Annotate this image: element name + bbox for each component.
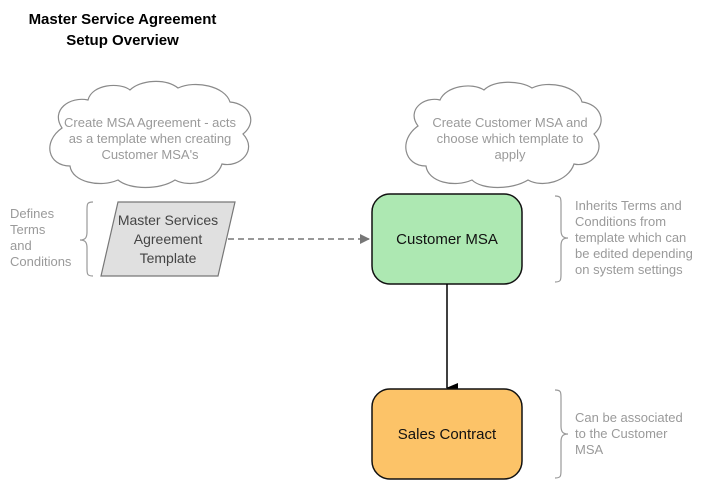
inherits-line-5: on system settings	[575, 262, 683, 277]
annotation-inherits: Inherits Terms and Conditions from templ…	[575, 198, 711, 278]
cloud-2-line-1: Create Customer MSA and	[432, 115, 588, 130]
brace-inherits	[554, 195, 569, 283]
cloud-text-1: Create MSA Agreement - acts as a templat…	[30, 115, 270, 163]
inherits-line-4: be edited depending	[575, 246, 693, 261]
template-line-3: Template	[139, 249, 197, 266]
associated-line-1: Can be associated	[575, 410, 683, 425]
cloud-shape-1	[49, 80, 252, 189]
brace-associated	[554, 389, 569, 479]
title-line-2: Setup Overview	[66, 32, 179, 49]
annotation-defines: Defines Terms and Conditions	[10, 206, 85, 270]
template-line-1: Master Services	[117, 211, 219, 228]
defines-line-3: and	[10, 238, 32, 253]
template-line-2: Agreement	[133, 230, 203, 247]
cloud-1-line-1: Create MSA Agreement - acts	[64, 115, 236, 130]
defines-line-4: Conditions	[10, 254, 72, 269]
associated-line-3: MSA	[575, 442, 604, 457]
cloud-2-line-3: apply	[494, 147, 526, 162]
associated-line-2: to the Customer	[575, 426, 668, 441]
title-line-1: Master Service Agreement	[28, 11, 217, 28]
inherits-line-2: Conditions from	[575, 214, 667, 229]
defines-line-2: Terms	[10, 222, 46, 237]
cloud-2-line-2: choose which template to	[436, 131, 584, 146]
sales-contract-label: Sales Contract	[397, 425, 497, 443]
cloud-1-line-3: Customer MSA's	[101, 147, 199, 162]
template-node-label: Master Services Agreement Template	[110, 202, 226, 276]
cloud-text-2: Create Customer MSA and choose which tem…	[390, 115, 630, 163]
inherits-line-1: Inherits Terms and	[575, 198, 682, 213]
defines-line-1: Defines	[10, 206, 55, 221]
inherits-line-3: template which can	[575, 230, 687, 245]
template-node-shape[interactable]	[100, 201, 236, 277]
brace-defines	[79, 201, 94, 277]
diagram-title: Master Service Agreement Setup Overview	[0, 9, 245, 51]
annotation-associated: Can be associated to the Customer MSA	[575, 410, 711, 458]
sales-contract-node-shape[interactable]	[371, 388, 523, 480]
cloud-1-line-2: as a template when creating	[68, 131, 232, 146]
customer-msa-label: Customer MSA	[396, 230, 498, 248]
cloud-shape-2	[405, 81, 602, 189]
